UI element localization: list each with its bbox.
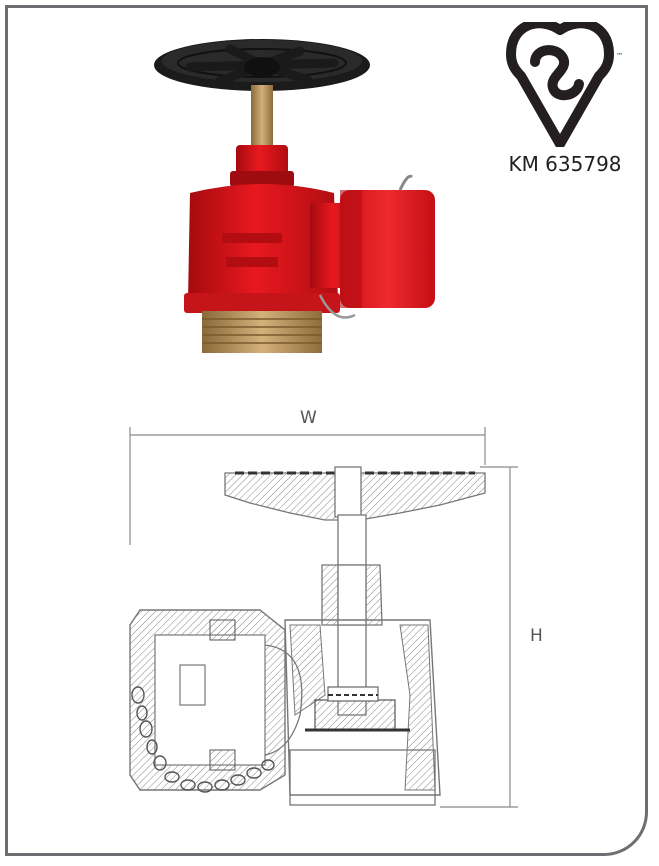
bsi-kitemark-icon	[506, 22, 614, 147]
width-dimension-label: W	[300, 408, 317, 428]
trademark-symbol: ™	[616, 52, 623, 60]
landing-valve-photo	[154, 39, 435, 353]
valve-cross-section-drawing	[129, 427, 518, 808]
height-dimension-label: H	[530, 626, 543, 646]
kitemark-licence-number: KM 635798	[508, 152, 622, 176]
